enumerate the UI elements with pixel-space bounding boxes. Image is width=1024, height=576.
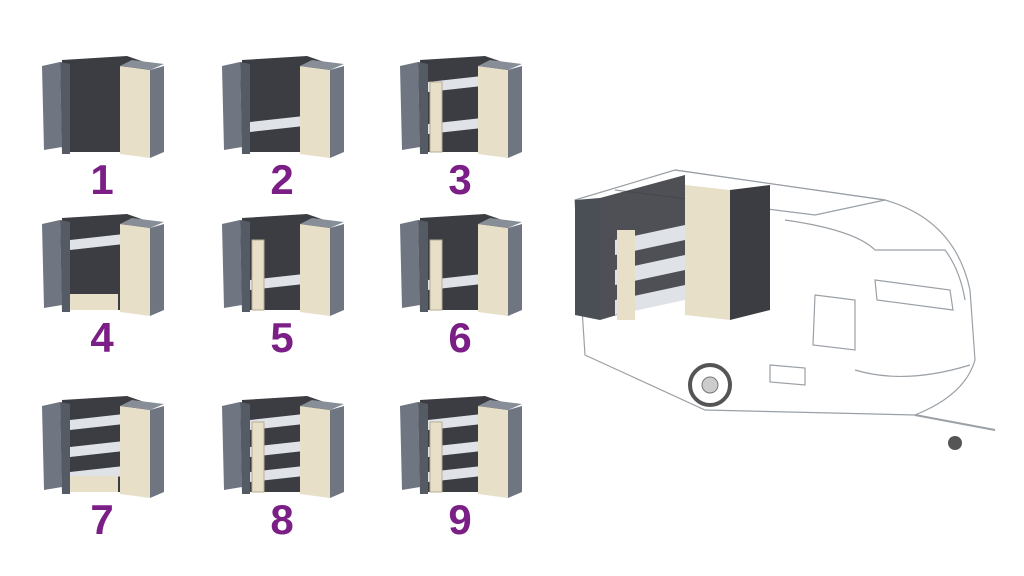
configuration-1: 1: [32, 52, 172, 222]
bunk-module-render: [42, 56, 164, 158]
hatch: [769, 364, 806, 386]
wood-door: [478, 66, 508, 158]
wood-door: [300, 66, 330, 158]
bunk-module-render: [222, 214, 344, 316]
configuration-number: 7: [90, 496, 114, 543]
wood-door: [120, 66, 150, 158]
caravan-cutaway-illustration: [574, 169, 996, 450]
caravan-body-outline: [574, 169, 976, 416]
wood-door: [478, 224, 508, 316]
configuration-7: 7: [32, 392, 172, 562]
ladder: [251, 239, 265, 311]
storage-base: [70, 294, 118, 310]
configuration-number: 9: [448, 496, 472, 543]
bunk: [70, 441, 124, 457]
configuration-8: 8: [212, 392, 352, 562]
configuration-number: 1: [90, 156, 114, 203]
wood-door: [120, 224, 150, 316]
configuration-5: 5: [212, 210, 352, 380]
ladder: [429, 421, 443, 493]
bunk-module-render: [222, 56, 344, 158]
configuration-3: 3: [390, 52, 530, 222]
bunk-module-render: [400, 396, 522, 498]
bunk-module-render: [400, 214, 522, 316]
configuration-number: 8: [270, 496, 294, 543]
configuration-9: 9: [390, 392, 530, 562]
configuration-6: 6: [390, 210, 530, 380]
ladder: [251, 421, 265, 493]
configuration-number: 5: [270, 314, 294, 361]
configuration-2: 2: [212, 52, 352, 222]
wood-door: [120, 406, 150, 498]
configuration-4: 4: [32, 210, 172, 380]
bunk-module-render: [222, 396, 344, 498]
configuration-number: 4: [90, 314, 114, 361]
front-window: [874, 279, 954, 311]
bunk-module-cutaway: [575, 175, 770, 320]
wheel: [688, 363, 732, 407]
configuration-number: 2: [270, 156, 294, 203]
storage-base: [70, 476, 118, 492]
bunk: [70, 414, 124, 430]
jockey-wheel: [948, 436, 962, 450]
bunk: [70, 234, 124, 250]
wood-door: [478, 406, 508, 498]
configuration-number: 6: [448, 314, 472, 361]
bunk-module-render: [400, 56, 522, 158]
configuration-number: 3: [448, 156, 472, 203]
window: [812, 294, 856, 351]
ladder: [429, 81, 443, 153]
wood-door: [300, 224, 330, 316]
bunk: [250, 116, 304, 132]
wood-door: [300, 406, 330, 498]
bunk-module-render: [42, 396, 164, 498]
bunk-module-render: [42, 214, 164, 316]
ladder: [429, 239, 443, 311]
